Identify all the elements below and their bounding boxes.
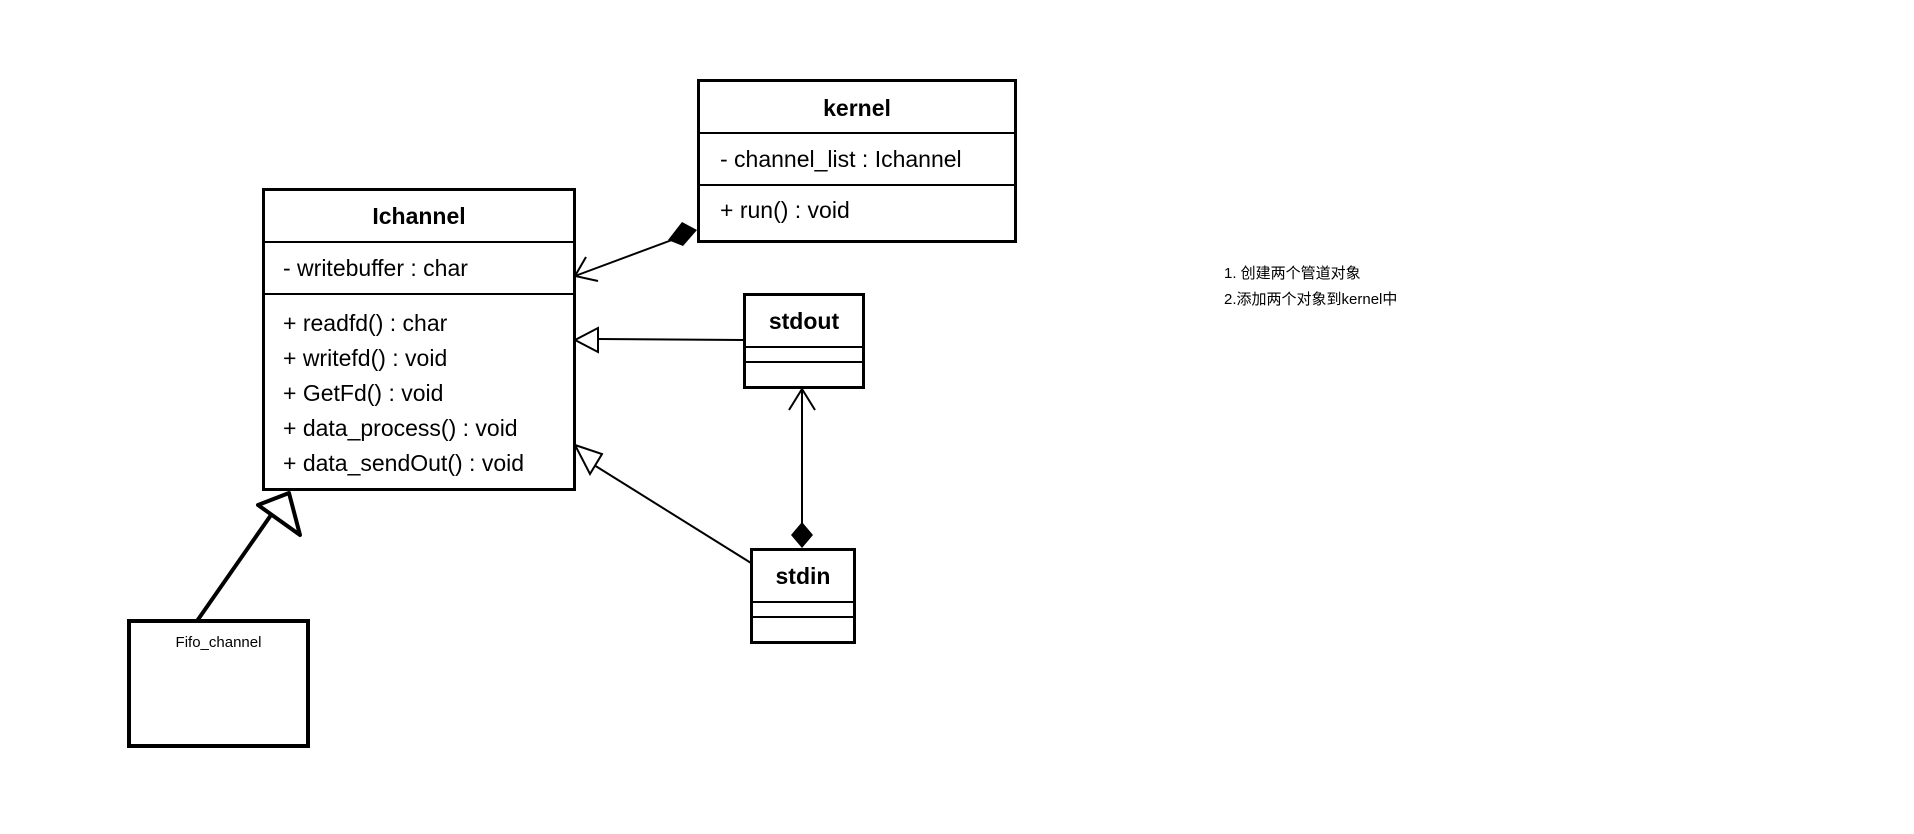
stdout-class-name: stdout (768, 308, 840, 334)
fifo-channel-label: Fifo_channel (175, 634, 262, 651)
stdin-generalization-triangle (572, 443, 604, 477)
kernel-composition-diamond (668, 222, 697, 246)
kernel-ichannel-composition-line (574, 236, 681, 277)
stdin-composition-diamond (791, 522, 813, 548)
stdout-generalization-triangle (572, 326, 599, 354)
stdin-attributes (753, 601, 853, 616)
kernel-methods: + run() : void (700, 184, 1014, 224)
ichannel-attributes: - writebuffer : char (265, 241, 573, 293)
ichannel-method-getfd: + GetFd() : void (283, 380, 444, 406)
stdout-methods (746, 361, 862, 363)
stdout-class: stdout (743, 293, 865, 389)
stdin-methods (753, 616, 853, 618)
stdout-open-arrowhead (788, 387, 816, 411)
kernel-attributes: - channel_list : Ichannel (700, 132, 1014, 184)
kernel-class-name: kernel (823, 95, 891, 121)
note-line-2: 2.添加两个对象到kernel中 (1224, 291, 1398, 308)
fifo-channel-box: Fifo_channel (127, 619, 310, 748)
ichannel-method-data-sendout: + data_sendOut() : void (283, 450, 525, 476)
stdin-ichannel-generalization-line (593, 464, 752, 564)
ichannel-method-writefd: + writefd() : void (283, 345, 448, 371)
stdout-ichannel-generalization-line (597, 338, 744, 341)
ichannel-methods: + readfd() : char + writefd() : void + G… (265, 293, 573, 481)
ichannel-class-name: Ichannel (372, 203, 466, 229)
fifo-generalization-triangle (256, 491, 302, 537)
stdout-attributes (746, 346, 862, 361)
ichannel-method-data-process: + data_process() : void (283, 415, 518, 441)
ichannel-class: Ichannel - writebuffer : char + readfd()… (262, 188, 576, 491)
kernel-attribute: - channel_list : Ichannel (720, 146, 962, 172)
ichannel-method-readfd: + readfd() : char (283, 310, 448, 336)
kernel-method-run: + run() : void (720, 197, 850, 223)
stdin-class-name: stdin (775, 563, 831, 589)
ichannel-attribute: - writebuffer : char (283, 255, 468, 281)
fifo-ichannel-generalization-line (195, 503, 280, 623)
kernel-class: kernel - channel_list : Ichannel + run()… (697, 79, 1017, 243)
stdin-class: stdin (750, 548, 856, 644)
note-line-1: 1. 创建两个管道对象 (1224, 265, 1361, 282)
